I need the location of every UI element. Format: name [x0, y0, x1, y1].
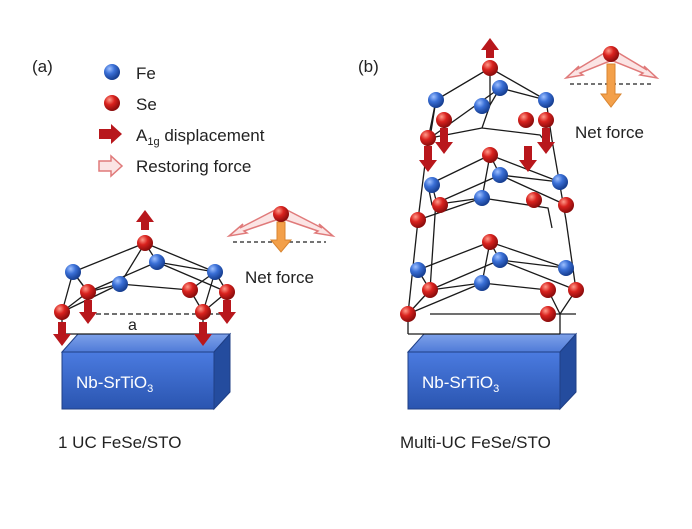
fe-atom: [492, 167, 508, 183]
legend-fe-atom-icon: [104, 64, 120, 80]
legend-a1g-arrow-icon: [99, 124, 122, 144]
se-atom: [410, 212, 426, 228]
net-force-inset-a: Net force: [226, 206, 336, 287]
restoring-force-left-arrow-b: [563, 50, 612, 80]
se-atom: [80, 284, 96, 300]
se-atom: [540, 282, 556, 298]
a1g-down-arrow: [79, 300, 97, 324]
net-force-label-a: Net force: [245, 268, 314, 287]
fe-atom: [552, 174, 568, 190]
caption-b: Multi-UC FeSe/STO: [400, 433, 551, 452]
legend-restoring-arrow-icon: [98, 154, 124, 178]
a1g-down-arrow: [419, 146, 437, 172]
a1g-down-arrow: [537, 128, 555, 154]
legend: Fe Se A1g displacement Restoring force: [98, 64, 265, 178]
substrate-b: Nb-SrTiO3: [406, 332, 578, 411]
caption-a: 1 UC FeSe/STO: [58, 433, 181, 452]
fe-atom: [474, 190, 490, 206]
fe-atom: [149, 254, 165, 270]
panel-b-label: (b): [358, 57, 379, 76]
a1g-down-arrow: [435, 128, 453, 154]
atoms-b: [400, 60, 584, 322]
fe-atom: [65, 264, 81, 280]
se-atom: [182, 282, 198, 298]
fe-atom: [492, 80, 508, 96]
fe-atom: [558, 260, 574, 276]
a1g-down-arrow: [194, 322, 212, 346]
se-atom: [482, 234, 498, 250]
legend-restoring-label: Restoring force: [136, 157, 251, 176]
legend-se-atom-icon: [104, 95, 120, 111]
net-force-arrow-b: [599, 63, 623, 108]
a1g-down-arrow: [53, 322, 71, 346]
a1g-down-arrow: [519, 146, 537, 172]
se-atom: [219, 284, 235, 300]
se-atom: [540, 306, 556, 322]
net-force-label-b: Net force: [575, 123, 644, 142]
fe-atom: [410, 262, 426, 278]
net-force-inset-b: Net force: [563, 46, 660, 142]
fe-atom: [424, 177, 440, 193]
legend-fe-label: Fe: [136, 64, 156, 83]
se-atom: [137, 235, 153, 251]
se-atom: [518, 112, 534, 128]
a1g-up-arrow: [136, 210, 154, 230]
a1g-arrows-a: [53, 210, 236, 346]
a1g-arrows-b: [419, 38, 555, 172]
restoring-force-right-arrow-b: [611, 50, 660, 80]
substrate-a-label: Nb-SrTiO3: [76, 373, 153, 395]
se-atom: [432, 197, 448, 213]
fe-atom: [492, 252, 508, 268]
se-atom: [436, 112, 452, 128]
inset-se-atom-b: [603, 46, 619, 62]
panel-a-structure: Nb-SrTiO3: [53, 210, 236, 411]
fe-atom: [428, 92, 444, 108]
substrate-b-label: Nb-SrTiO3: [422, 373, 499, 395]
net-force-arrow: [269, 221, 293, 253]
legend-se-label: Se: [136, 95, 157, 114]
fe-atom: [474, 275, 490, 291]
panel-a-label: (a): [32, 57, 53, 76]
substrate-a: Nb-SrTiO3: [60, 332, 232, 411]
lattice-constant-label: a: [128, 317, 137, 334]
se-atom: [558, 197, 574, 213]
se-atom: [420, 130, 436, 146]
fe-atom: [474, 98, 490, 114]
se-atom: [538, 112, 554, 128]
a1g-up-arrow: [481, 38, 499, 58]
fe-atom: [207, 264, 223, 280]
se-atom: [526, 192, 542, 208]
se-atom: [54, 304, 70, 320]
inset-se-atom: [273, 206, 289, 222]
fe-atom: [112, 276, 128, 292]
atoms-a: [54, 235, 235, 320]
panel-b-structure: Nb-SrTiO3: [400, 38, 584, 411]
fe-atom: [538, 92, 554, 108]
se-atom: [568, 282, 584, 298]
a1g-down-arrow: [218, 300, 236, 324]
se-atom: [482, 147, 498, 163]
se-atom: [482, 60, 498, 76]
restoring-force-left-arrow: [226, 208, 281, 238]
restoring-force-right-arrow: [281, 208, 336, 238]
legend-a1g-label: A1g displacement: [136, 126, 265, 148]
se-atom: [195, 304, 211, 320]
se-atom: [400, 306, 416, 322]
se-atom: [422, 282, 438, 298]
